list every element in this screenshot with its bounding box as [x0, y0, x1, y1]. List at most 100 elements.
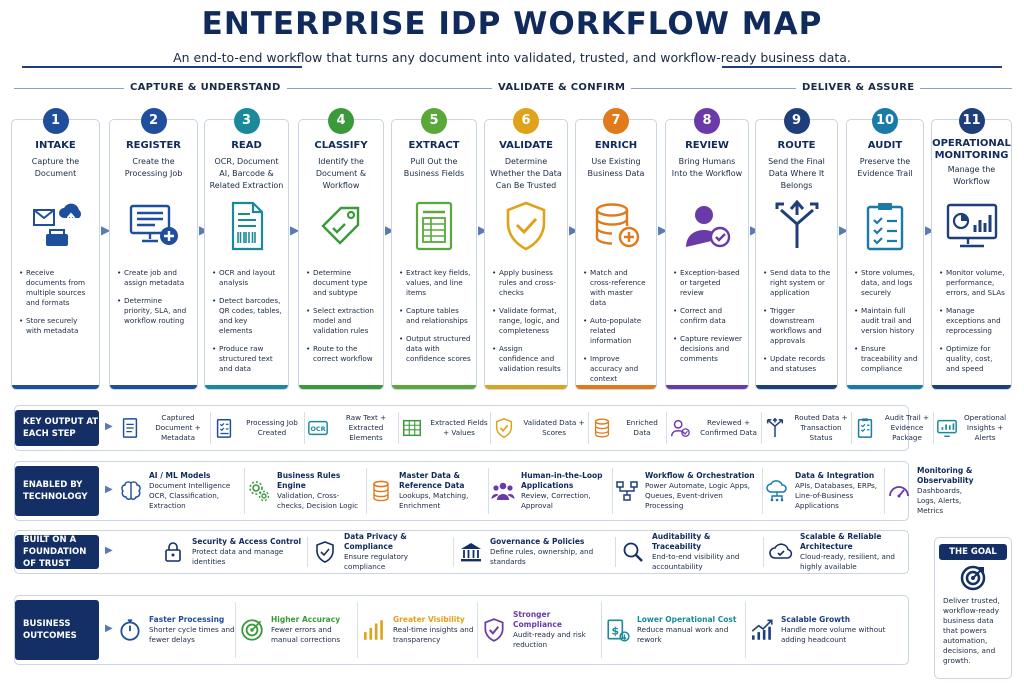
page-title: ENTERPRISE IDP WORKFLOW MAP: [201, 6, 823, 42]
step-number: 11: [958, 108, 985, 134]
step-description: Determine Whether the Data Can Be Truste…: [490, 157, 562, 190]
envelope-cloud-scanner-icon: [32, 203, 81, 246]
step-bullet: Apply business rules and cross-checks: [492, 268, 562, 298]
gears-icon: [249, 481, 270, 502]
svg-text:$: $: [612, 624, 620, 637]
step-bullet: Determine document type and subtype: [306, 268, 378, 298]
step-bullets: Monitor volume, performance, errors, and…: [939, 268, 1006, 382]
row-label-technology: ENABLED BY TECHNOLOGY: [15, 466, 99, 516]
step-bullets: Receive documents from multiple sources …: [19, 268, 94, 344]
divider: [235, 602, 236, 658]
step-bullet: Manage exceptions and reprocessing: [939, 306, 1006, 336]
step-bullet: Exception-based or targeted review: [673, 268, 743, 298]
key-output-item: Processing Job Created: [213, 406, 303, 450]
step-bullets: Create job and assign metadataDetermine …: [117, 268, 192, 334]
divider: [851, 412, 852, 444]
shield-check-icon: [506, 201, 546, 251]
technology-title: Master Data & Reference Data: [399, 471, 465, 490]
step-name: OPERATIONAL MONITORING: [932, 138, 1011, 161]
step-accent-bar: [205, 385, 288, 389]
reviewer-check-icon: [686, 206, 731, 248]
row-label-key-output: KEY OUTPUT AT EACH STEP: [15, 410, 99, 446]
step-name: READ: [231, 140, 262, 151]
step-number: 6: [513, 108, 539, 134]
key-output-item: Audit Trail + Evidence Package: [854, 406, 932, 450]
step-bullet: Maintain full audit trail and version hi…: [854, 306, 918, 336]
step-bullet: OCR and layout analysis: [212, 268, 283, 288]
step-name: VALIDATE: [499, 140, 553, 151]
gauge-icon: [889, 486, 909, 498]
step-name: CLASSIFY: [314, 140, 368, 151]
step-name: REVIEW: [685, 140, 729, 151]
key-output-item: Captured Document + Metadata: [119, 406, 209, 450]
step-accent-bar: [576, 385, 656, 389]
cost-icon: $: [607, 619, 630, 642]
step-bullet: Optimize for quality, cost, and speed: [939, 344, 1006, 374]
phase-validate: VALIDATE & CONFIRM: [492, 82, 632, 93]
step-bullet: Produce raw structured text and data: [212, 344, 283, 374]
outcome-text: Shorter cycle times and fewer delays: [149, 625, 235, 644]
outcome-text: Reduce manual work and rework: [637, 625, 729, 644]
shield-check-icon: [484, 618, 504, 642]
foundation-text: Ensure regulatory compliance: [344, 552, 409, 571]
clipboard-check-icon: [866, 203, 904, 251]
step-arrow-icon: ▶: [199, 223, 208, 237]
key-output-text: Audit Trail + Evidence Package: [884, 413, 930, 442]
step-number: 5: [421, 108, 447, 134]
step-name: ROUTE: [777, 140, 816, 151]
goal-title: THE GOAL: [939, 544, 1007, 560]
bar-chart-icon: [364, 620, 383, 640]
route-icon: [766, 417, 784, 438]
table-icon: [403, 419, 421, 437]
divider: [366, 468, 367, 514]
divider: [488, 468, 489, 514]
key-output-text: Processing Job Created: [246, 418, 298, 437]
step-description: Identify the Document & Workflow: [315, 157, 367, 190]
foundation-title: Governance & Policies: [490, 537, 585, 546]
growth-icon: [751, 619, 773, 640]
row-arrow-icon: ▶: [105, 421, 113, 432]
step-bullet: Capture tables and relationships: [399, 306, 471, 326]
divider: [398, 412, 399, 444]
target-icon: [960, 565, 986, 591]
foundation-text: Protect data and manage identities: [192, 547, 284, 566]
step-bullets: OCR and layout analysisDetect barcodes, …: [212, 268, 283, 382]
database-icon: [594, 418, 610, 438]
step-bullet: Capture reviewer decisions and comments: [673, 334, 743, 364]
divider: [763, 537, 764, 567]
step-description: Pull Out the Business Fields: [403, 157, 465, 178]
step-bullets: Apply business rules and cross-checksVal…: [492, 268, 562, 382]
technology-title: Workflow & Orchestration: [645, 471, 755, 480]
divider: [666, 412, 667, 444]
step-bullet: Send data to the right system or applica…: [763, 268, 832, 298]
checklist-icon: [216, 419, 232, 438]
technology-text: Lookups, Matching, Enrichment: [399, 491, 469, 510]
step-description: Capture the Document: [31, 157, 80, 178]
step-accent-bar: [12, 385, 99, 389]
step-description: Manage the Workflow: [947, 165, 996, 186]
step-bullet: Assign confidence and validation results: [492, 344, 562, 374]
step-description: Bring Humans Into the Workflow: [671, 157, 743, 178]
step-bullets: Store volumes, data, and logs securelyMa…: [854, 268, 918, 382]
step-bullet: Output structured data with confidence s…: [399, 334, 471, 364]
institution-icon: [461, 543, 481, 562]
step-bullets: Send data to the right system or applica…: [763, 268, 832, 382]
divider: [612, 468, 613, 514]
outcome-text: Fewer errors and manual corrections: [271, 625, 341, 644]
routing-arrows-icon: [775, 200, 818, 248]
